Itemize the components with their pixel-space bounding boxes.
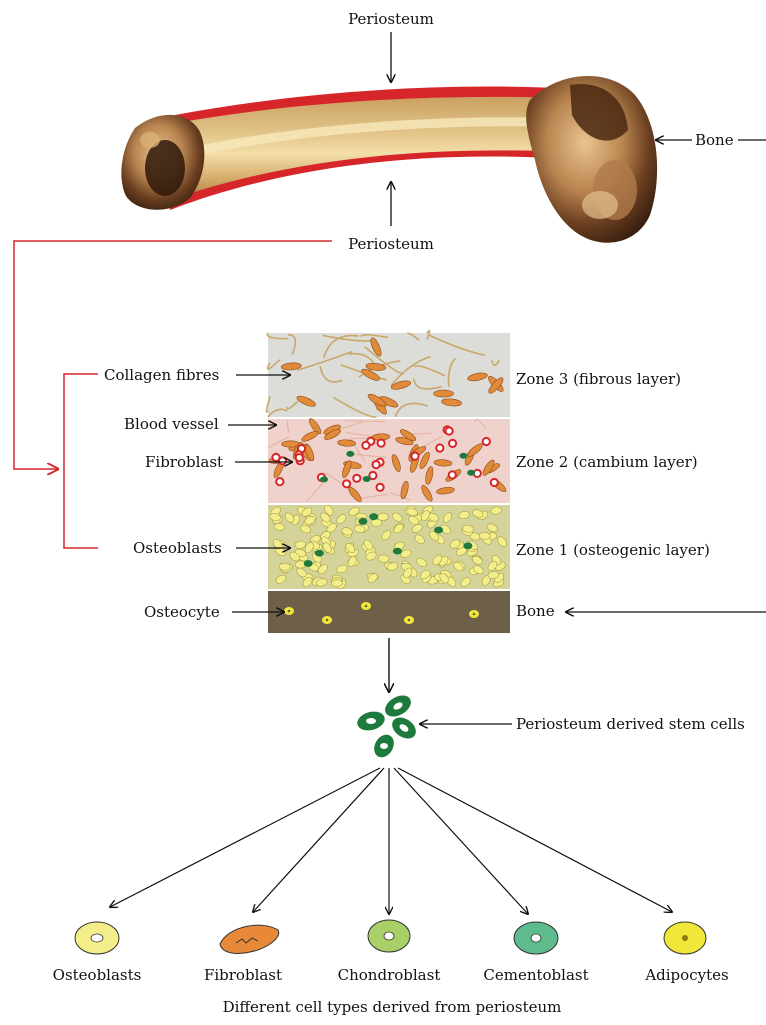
blood-vessel-dot [449, 440, 456, 447]
osteoblast-cell-icon [75, 922, 119, 954]
blood-vessel-dot [449, 471, 456, 478]
stem-cell-dot [320, 476, 328, 482]
stem-cell-dot [315, 550, 324, 557]
zone3-label: Zone 3 (fibrous layer) [516, 370, 681, 388]
blood-vessel-dot [378, 440, 385, 447]
stem-cells [355, 691, 420, 761]
osteocyte-label: Osteocyte [144, 603, 220, 621]
blood-vessel-dot [279, 457, 286, 464]
cell-label-chondroblast: Chondroblast [338, 966, 441, 984]
osteocyte-nucleus [473, 613, 476, 616]
periosteum-top-label: Periosteum [348, 10, 434, 28]
zone2-label: Zone 2 (cambium layer) [516, 453, 698, 471]
cementoblast-cell-icon [514, 922, 558, 954]
stem-cell-dot [467, 470, 475, 476]
stem-cell-dot [463, 542, 472, 549]
cell-label-adipocytes: Adipocytes [644, 966, 728, 984]
stem-cell-dot [304, 560, 313, 567]
cell-label-fibroblast: Fibroblast [204, 966, 282, 984]
stem-cell-dot [363, 476, 371, 482]
figure-caption: Different cell types derived from perios… [223, 998, 562, 1016]
osteocyte-nucleus [365, 605, 368, 608]
collagen-label: Collagen fibres [104, 366, 219, 384]
fibroblast-rod [434, 390, 454, 397]
bone-zone-label: Bone [516, 602, 555, 620]
blood-vessel-dot [483, 438, 490, 445]
osteocyte-nucleus [288, 610, 291, 613]
blood-vessel-dot [373, 461, 380, 468]
blood-vessel-dot [411, 453, 418, 460]
osteocyte-nucleus [326, 619, 329, 622]
stem-cell-dot [393, 548, 402, 555]
cell-label-osteoblasts: Osteoblasts [53, 966, 142, 984]
osteoblasts-layer-label: Osteoblasts [133, 539, 222, 557]
blood-vessel-dot [362, 442, 369, 449]
layer-panel [266, 331, 510, 633]
blood-vessel-dot [491, 479, 498, 486]
stem-cell-dot [369, 513, 378, 520]
periosteum-bottom-label: Periosteum [348, 235, 434, 253]
bone-illustration [121, 76, 657, 243]
cambium-fibre [344, 421, 385, 422]
blood-vessel-dot [276, 478, 283, 485]
blood-vessel-dot [296, 454, 303, 461]
blood-vessel-dot [436, 444, 443, 451]
chondroblast-cell-icon [368, 920, 410, 952]
cell-label-cementoblast: Cementoblast [483, 966, 588, 984]
osteoblast-dot [378, 555, 389, 563]
stem-cell-dot [358, 518, 367, 525]
differentiation-arrows [110, 768, 672, 914]
osteoblast-dot [371, 519, 382, 526]
blood-vessel-dot [377, 484, 384, 491]
stem-cell-dot [434, 527, 443, 534]
stem-cell-dot [460, 453, 468, 459]
blood-vessel-dot [343, 480, 350, 487]
blood-vessel-dot [446, 427, 453, 434]
zone1-label: Zone 1 (osteogenic layer) [516, 541, 710, 559]
osteocyte-nucleus [408, 619, 411, 622]
stem-cells-label: Periosteum derived stem cells [516, 715, 745, 733]
bone-top-label: Bone [695, 131, 734, 149]
adipocyte-cell-icon [664, 922, 706, 954]
fibroblast-cell-icon [220, 925, 279, 953]
fibroblast-layer-label: Fibroblast [145, 453, 223, 471]
blood-vessel-label: Blood vessel [124, 415, 219, 433]
stem-cell-dot [346, 451, 354, 457]
blood-vessel-dot [353, 475, 360, 482]
osteoblast-dot [279, 563, 290, 570]
